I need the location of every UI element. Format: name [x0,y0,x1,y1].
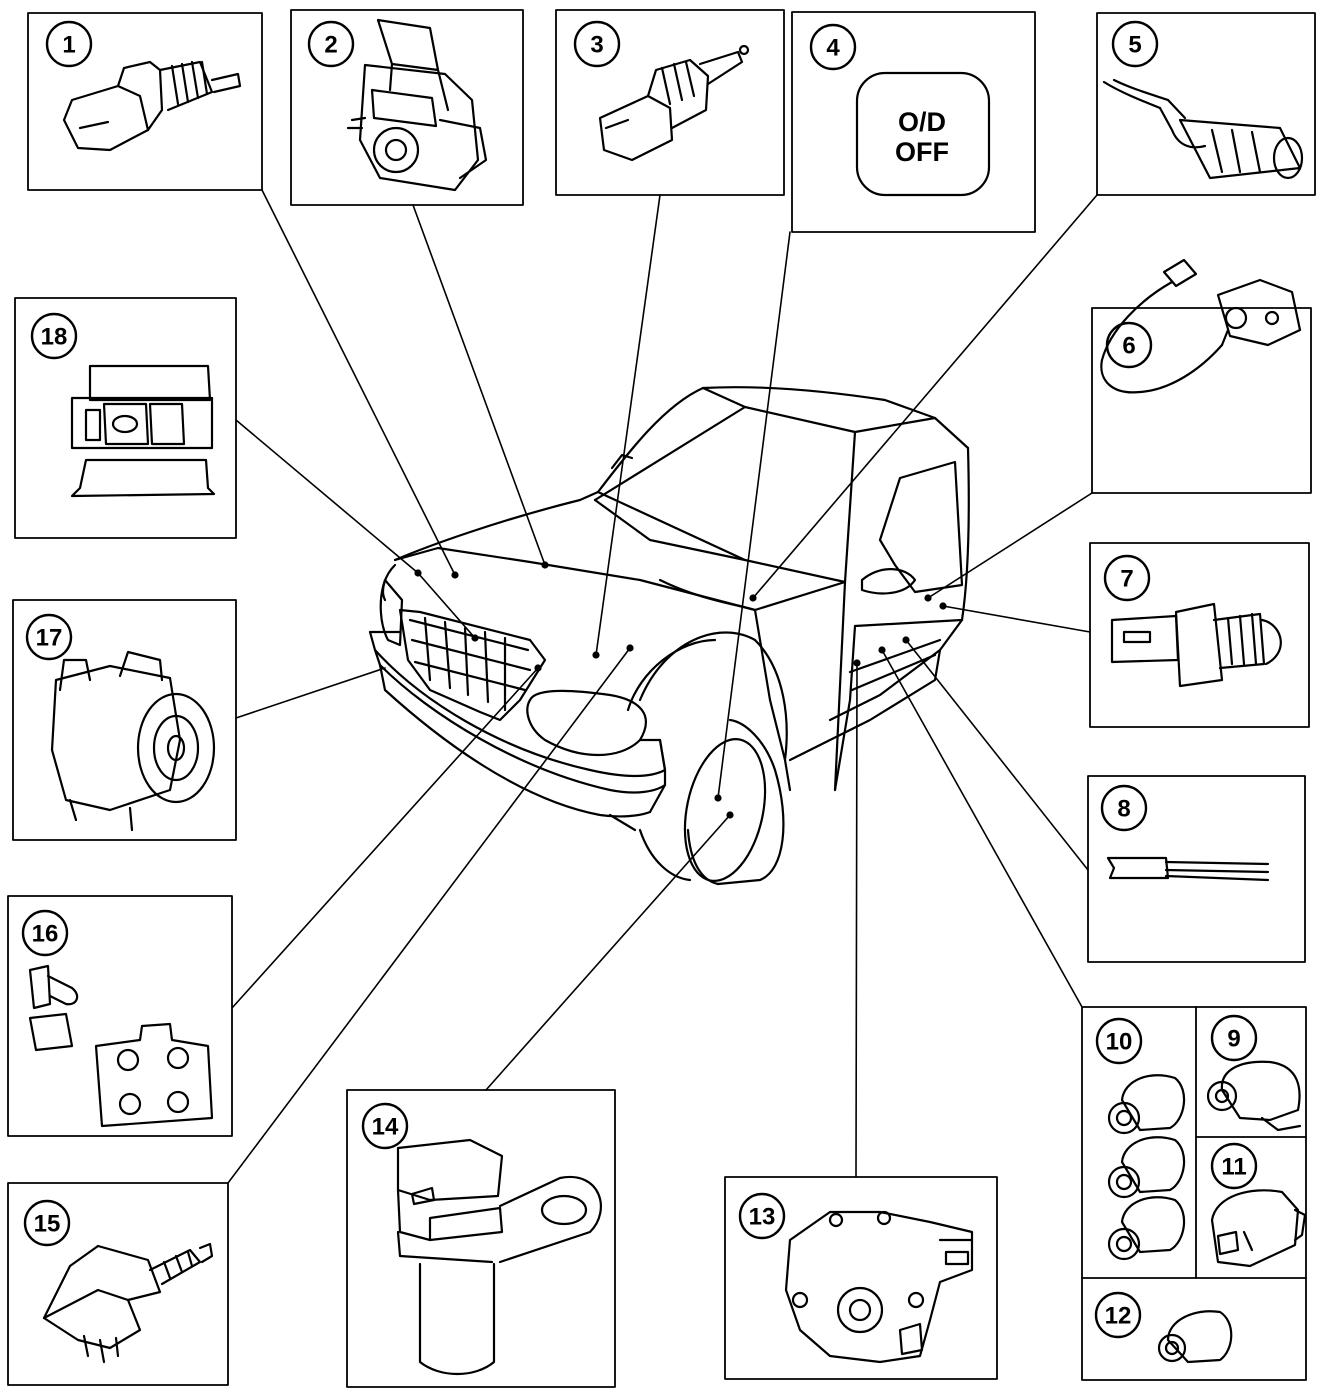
part-11-solenoid-icon [1210,1189,1307,1268]
callout-circles [21,20,1258,1339]
callout-18: 18 [41,324,68,351]
callout-9: 9 [1227,1026,1240,1053]
part-1-sensor-icon [62,60,242,152]
part-2-throttle-sensor-icon [346,18,488,192]
part-10-solenoids-icon [1107,1074,1186,1261]
callout-1: 1 [62,32,75,59]
callout-3: 3 [590,32,603,59]
callout-16: 16 [32,921,59,948]
callout-4: 4 [826,35,840,62]
component-boxes [7,9,1316,1388]
part-14-crank-sensor-icon [396,1138,602,1376]
part-8-sensor-icon [1106,856,1270,882]
vehicle-illustration [368,386,970,886]
callout-labels: 1 2 3 4 5 6 7 8 9 10 11 12 13 14 15 16 1… [32,32,1247,1330]
part-7-switch-icon [1110,602,1282,688]
callout-6: 6 [1122,333,1135,360]
callout-13: 13 [749,1204,776,1231]
callout-10: 10 [1106,1029,1133,1056]
callout-12: 12 [1105,1303,1132,1330]
part-4-od-off-switch-icon [855,71,991,197]
leader-dots [414,561,947,819]
part-18-maf-sensor-icon [70,364,216,498]
callout-17: 17 [36,625,63,652]
part-13-range-sensor-icon [784,1210,974,1364]
part-15-sensor-icon [42,1242,214,1364]
part-9-solenoid-icon [1206,1060,1302,1132]
part-12-solenoid-icon [1157,1310,1233,1364]
callout-14: 14 [372,1114,399,1141]
callout-7: 7 [1120,566,1133,593]
part-5-sensor-icon [1102,78,1304,180]
part-16-sensor-coil-icon [28,964,214,1128]
part-3-sender-icon [598,44,750,162]
od-switch-line1: O/D [898,107,946,137]
callout-11: 11 [1221,1154,1246,1181]
callout-2: 2 [324,32,337,59]
callout-8: 8 [1117,796,1130,823]
leader-lines [227,189,1098,1184]
part-6-sensor-icon [1100,258,1302,394]
callout-15: 15 [34,1211,61,1238]
od-switch-line2: OFF [895,137,949,167]
callout-5: 5 [1128,32,1141,59]
part-17-compressor-icon [50,650,216,832]
